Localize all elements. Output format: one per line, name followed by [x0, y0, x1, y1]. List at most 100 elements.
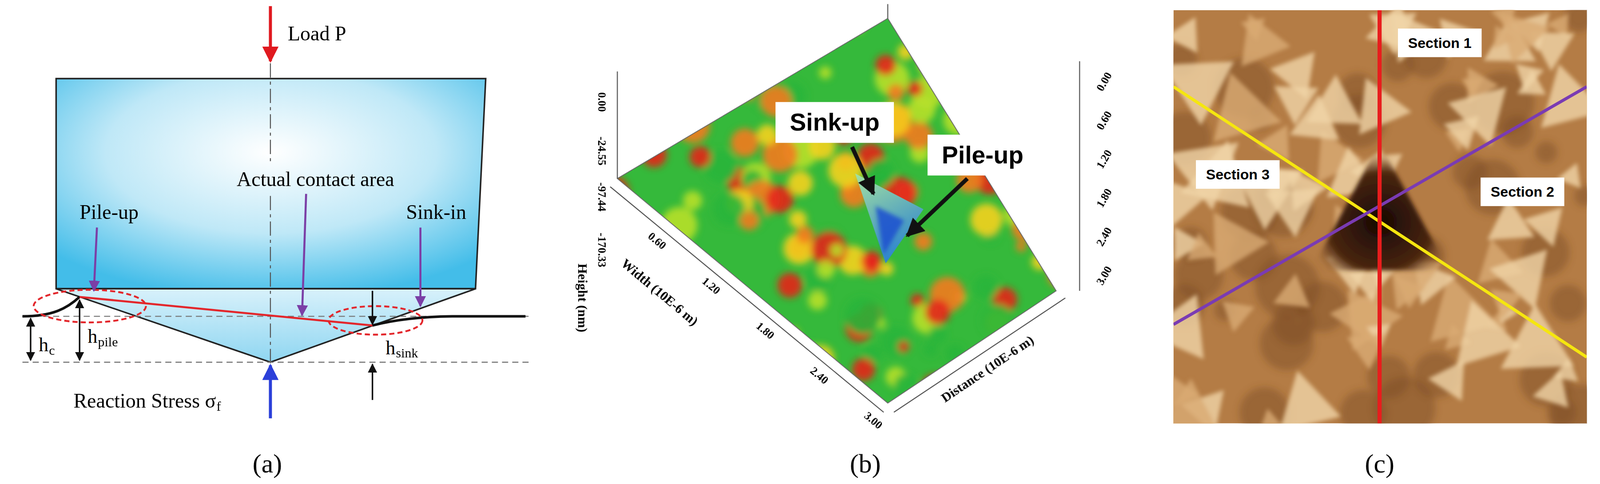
afm-grain: [1289, 94, 1340, 140]
axis-label: 1.20: [699, 274, 723, 298]
pointer-arrow: [907, 178, 968, 236]
surface-bump: [643, 341, 662, 360]
surface-bump: [1021, 47, 1037, 63]
afm-shadow: [1373, 377, 1436, 424]
surface-bump: [1008, 47, 1033, 72]
annotation: (a): [252, 448, 282, 480]
surface-bump: [725, 309, 743, 327]
axis-line: [610, 186, 884, 413]
surface-bump: [756, 124, 778, 146]
surface-bump: [610, 26, 647, 63]
surface-bump: [612, 270, 623, 282]
annotation: Load P: [287, 21, 346, 46]
afm-grain: [1173, 293, 1204, 359]
afm-grain: [1222, 301, 1255, 333]
surface-bump: [765, 37, 800, 72]
box-label: Section 2: [1490, 183, 1555, 201]
surface-bump: [987, 63, 1001, 78]
surface-bump: [993, 73, 1021, 100]
afm-grain: [1456, 300, 1521, 367]
subscript: sink: [396, 346, 419, 362]
leader-arrow: [419, 227, 422, 306]
surface-bump: [608, 229, 635, 255]
surface-bump: [907, 81, 923, 97]
afm-grain: [1273, 273, 1310, 308]
afm-grain: [1173, 378, 1226, 424]
surface-bump: [881, 326, 912, 358]
box-label: Sink-up: [790, 108, 880, 137]
surface-bump: [718, 350, 751, 382]
surface-bump: [1029, 75, 1050, 96]
afm-grain: [1517, 69, 1547, 95]
surface-bump: [807, 290, 827, 310]
annotation: h: [385, 336, 396, 359]
leader-arrow: [93, 227, 97, 291]
indent-bottom: [875, 206, 905, 255]
surface-bump: [829, 243, 844, 257]
axis-label: 0.00: [595, 92, 609, 112]
surface-bump: [907, 95, 936, 124]
dimension-arrow: [29, 318, 32, 361]
surface-bump: [677, 77, 714, 113]
load-arrow: [268, 6, 272, 62]
surface-bump: [723, 67, 757, 101]
indent-funnel: [855, 173, 924, 264]
surface-bump: [970, 68, 1000, 99]
surface-bump: [963, 77, 977, 92]
surface-bump: [981, 65, 1005, 90]
surface-bump: [732, 61, 767, 96]
afm-grain: [1241, 13, 1291, 67]
afm-grain: [1279, 370, 1342, 424]
dimension-arrow: [79, 300, 81, 361]
dimension-arrow: [371, 290, 374, 325]
surface-bump: [980, 304, 1014, 337]
surface-bump: [766, 389, 787, 410]
surface-bump: [973, 38, 997, 62]
surface-bump: [650, 246, 679, 275]
surface-bump: [969, 8, 1001, 40]
afm-grain: [1392, 273, 1426, 310]
dimension-arrow: [371, 364, 374, 400]
surface-outline: [617, 18, 1057, 403]
surface-bump: [611, 219, 636, 244]
surface-bump: [973, 3, 1002, 33]
surface-bump: [848, 16, 865, 33]
afm-grain: [1258, 408, 1285, 424]
surface-bump: [772, 341, 805, 374]
subscript: pile: [98, 335, 119, 351]
section-line: [1377, 10, 1382, 424]
axis-label: 0.00: [1093, 69, 1115, 94]
afm-shadow: [1239, 387, 1290, 424]
surface-bump: [681, 2, 718, 39]
annotation: Actual contact area: [236, 167, 395, 192]
annotation: h: [87, 325, 98, 348]
surface-bump: [953, 12, 989, 48]
surface-bump: [1014, 358, 1029, 374]
surface-bump: [641, 142, 667, 168]
label-box: Section 1: [1397, 28, 1482, 57]
surface-bump: [817, 259, 836, 278]
axis-label: 1.20: [1093, 147, 1115, 171]
afm-grain: [1264, 188, 1319, 238]
afm-grain: [1213, 72, 1282, 143]
indentation-schematic: [22, 6, 531, 419]
surface-bump: [754, 336, 776, 359]
axis-label: 3.00: [1093, 263, 1115, 288]
axis-line: [1079, 61, 1080, 291]
surface-bump: [818, 66, 832, 79]
surface-bump: [609, 9, 634, 34]
afm-image: [1173, 10, 1588, 424]
annotation: (c): [1365, 448, 1395, 480]
annotation: h: [38, 333, 49, 357]
surface-bump: [677, 349, 708, 381]
surface-bump: [682, 190, 703, 211]
afm-grain: [1499, 12, 1551, 65]
axis-label: 1.80: [753, 319, 778, 342]
afm-grain: [1540, 63, 1587, 128]
surface-bump: [969, 39, 997, 67]
axis-label: Width (10E-6 m): [617, 256, 701, 330]
box-label: Pile-up: [941, 140, 1024, 170]
surface-bump: [648, 349, 666, 367]
